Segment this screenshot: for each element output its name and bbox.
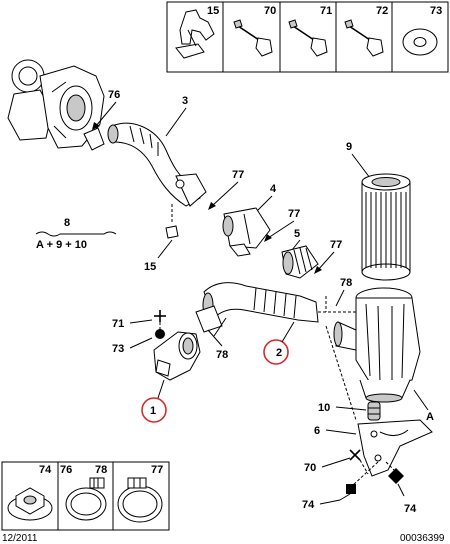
callout-6: 6 [314,425,320,437]
turbocharger [7,59,105,151]
box-label-77: 77 [151,464,163,476]
bottom-parts-box: 74 76 78 77 [1,461,170,531]
highlight-ring-1 [141,397,167,423]
callout-5: 5 [294,228,300,240]
nut-square-icon [346,484,356,494]
callout-70: 70 [304,462,316,474]
flange-nut-icon [7,487,53,521]
callout-A: A [426,411,434,423]
callout-8: 8 [64,217,70,229]
duct-1 [153,331,201,381]
hose-clamp-icon [65,477,107,521]
callout-77: 77 [288,208,300,220]
callout-9: 9 [346,141,352,153]
washer-icon [402,28,438,56]
callout-77: 77 [330,239,342,251]
callout-3: 3 [182,95,188,107]
worm-clamp-icon [117,477,163,523]
highlight-ring-2 [263,339,289,365]
box-label-71: 71 [320,5,332,17]
top-parts-box: 15 70 71 72 73 [166,1,449,73]
screw-icon [344,19,384,57]
box-label-74: 74 [39,464,52,476]
box-label-15: 15 [207,5,219,17]
hose-2 [195,282,319,333]
screw-head-icon [154,310,166,322]
filter-element-9 [361,173,411,281]
callout-1: 1 [150,405,156,417]
callout-71: 71 [112,318,124,330]
airflow-sensor-4 [222,207,271,257]
grommet-15 [165,225,179,239]
bracket-6 [357,419,433,477]
air-box-A [333,287,421,403]
callout-73: 73 [112,343,124,355]
box-label-76: 76 [60,464,72,476]
callout-2: 2 [276,347,282,359]
callout-74: 74 [404,503,417,515]
box-label-73: 73 [430,5,442,17]
box-label-72: 72 [376,5,388,17]
footer-code: 00036399 [400,533,445,544]
hose-3 [107,122,207,207]
callout-76: 76 [108,89,120,101]
callout-78: 78 [216,349,228,361]
box-label-70: 70 [264,5,276,17]
washer-dot-icon [155,329,165,339]
nut-diamond-icon [388,468,404,484]
callout-10: 10 [318,402,330,414]
screw-head-icon [349,449,361,461]
clip-icon [175,9,215,59]
box-label-78: 78 [95,464,107,476]
coupling-5 [281,245,319,279]
callout-15: 15 [144,261,156,273]
rubber-mount-10 [367,401,381,421]
screw-icon [288,19,328,57]
formula-8: A + 9 + 10 [36,239,87,251]
callout-78: 78 [340,277,352,289]
screw-icon [233,19,273,57]
callout-74: 74 [302,499,315,511]
callout-4: 4 [270,183,277,195]
callout-77: 77 [232,169,244,181]
footer-date: 12/2011 [2,533,38,544]
